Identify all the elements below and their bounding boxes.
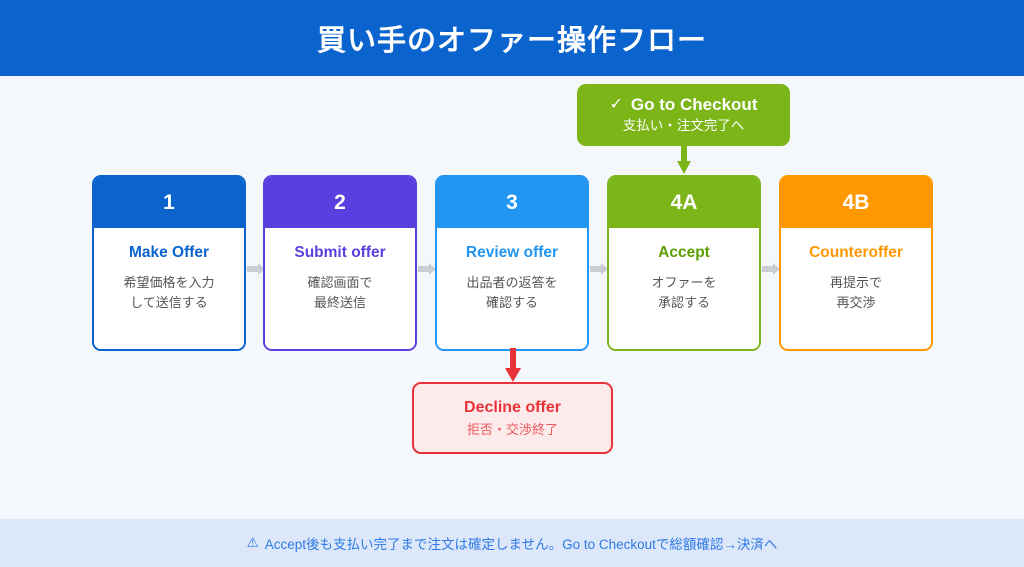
flow-card-description: 確認画面で 最終送信: [307, 273, 372, 313]
decline-offer-title: Decline offer: [464, 398, 561, 416]
decline-offer-subtitle: 拒否・交渉終了: [466, 422, 558, 438]
flow-card-description-line-1: 出品者の返答を: [466, 275, 558, 291]
arrow-shaft: [418, 266, 430, 272]
flow-diagram-canvas: ✓ Go to Checkout 支払い・注文完了へ 1 Make Offer …: [0, 76, 1024, 519]
connector-arrow-1-to-2-icon: [247, 263, 265, 275]
arrow-down-decline-icon: [505, 348, 521, 382]
connector-arrow-3-to-4a-icon: [590, 263, 608, 275]
flow-card-step-number: 2: [265, 177, 415, 228]
arrow-shaft: [762, 266, 774, 272]
arrow-shaft: [681, 146, 687, 163]
flow-card-body: Review offer 出品者の返答を 確認する: [437, 228, 587, 349]
go-to-checkout-badge[interactable]: ✓ Go to Checkout 支払い・注文完了へ: [577, 84, 790, 146]
go-to-checkout-title: ✓ Go to Checkout: [609, 94, 758, 115]
flow-card-description: 再提示で 再交渉: [830, 273, 882, 313]
arrow-shaft: [590, 266, 602, 272]
flow-card-step-4a[interactable]: 4A Accept オファーを 承認する: [607, 175, 761, 351]
warning-icon: ⚠: [246, 535, 259, 550]
arrow-shaft: [247, 266, 259, 272]
flow-card-body: Accept オファーを 承認する: [609, 228, 759, 349]
flow-card-description-line-1: オファーを: [651, 275, 717, 291]
flow-card-description: 希望価格を入力 して送信する: [123, 273, 214, 313]
go-to-checkout-label: Go to Checkout: [630, 94, 758, 114]
flow-card-description-line-1: 再提示で: [829, 275, 882, 291]
flow-card-description-line-1: 確認画面で: [307, 275, 373, 291]
footer-note-text: Accept後も支払い完了まで注文は確定しません。Go to Checkoutで…: [264, 537, 778, 552]
flow-card-step-number: 1: [94, 177, 244, 228]
flow-card-step-number: 4B: [781, 177, 931, 228]
flow-card-body: Submit offer 確認画面で 最終送信: [265, 228, 415, 349]
flow-card-description-line-2: 最終送信: [313, 295, 366, 311]
arrow-head: [677, 161, 691, 174]
go-to-checkout-subtitle: 支払い・注文完了へ: [622, 118, 745, 134]
flow-card-step-1[interactable]: 1 Make Offer 希望価格を入力 して送信する: [92, 175, 246, 351]
flow-card-body: Counteroffer 再提示で 再交渉: [781, 228, 931, 349]
flow-card-description-line-2: 承認する: [657, 295, 710, 311]
flow-card-description-line-2: 確認する: [485, 295, 538, 311]
arrow-down-checkout-icon: [677, 146, 691, 174]
connector-arrow-2-to-3-icon: [418, 263, 436, 275]
page-title: 買い手のオファー操作フロー: [316, 25, 707, 57]
flow-card-step-3[interactable]: 3 Review offer 出品者の返答を 確認する: [435, 175, 589, 351]
flow-card-title: Review offer: [465, 244, 559, 261]
page-header: 買い手のオファー操作フロー: [0, 0, 1024, 76]
footer-note-bar: ⚠ Accept後も支払い完了まで注文は確定しません。Go to Checkou…: [0, 519, 1024, 567]
flow-card-step-2[interactable]: 2 Submit offer 確認画面で 最終送信: [263, 175, 417, 351]
arrow-head: [601, 263, 608, 275]
flow-card-title: Accept: [658, 244, 710, 261]
flow-card-title: Submit offer: [294, 244, 386, 261]
arrow-shaft: [510, 348, 516, 370]
flow-card-title: Counteroffer: [809, 244, 903, 261]
flow-card-body: Make Offer 希望価格を入力 して送信する: [94, 228, 244, 349]
flow-card-description-line-2: 再交渉: [836, 295, 876, 311]
flow-card-description: オファーを 承認する: [651, 273, 716, 313]
flow-card-title: Make Offer: [128, 244, 210, 261]
arrow-head: [505, 368, 521, 382]
flow-card-step-number: 4A: [609, 177, 759, 228]
check-icon: ✓: [609, 96, 623, 114]
arrow-head: [773, 263, 780, 275]
arrow-head: [258, 263, 265, 275]
flow-card-description-line-1: 希望価格を入力: [123, 275, 215, 291]
flow-card-description-line-2: して送信する: [130, 295, 208, 311]
connector-arrow-4a-to-4b-icon: [762, 263, 780, 275]
flow-card-step-4b[interactable]: 4B Counteroffer 再提示で 再交渉: [779, 175, 933, 351]
flow-card-description: 出品者の返答を 確認する: [466, 273, 557, 313]
flow-card-step-number: 3: [437, 177, 587, 228]
decline-offer-box[interactable]: Decline offer 拒否・交渉終了: [412, 382, 613, 454]
arrow-head: [429, 263, 436, 275]
